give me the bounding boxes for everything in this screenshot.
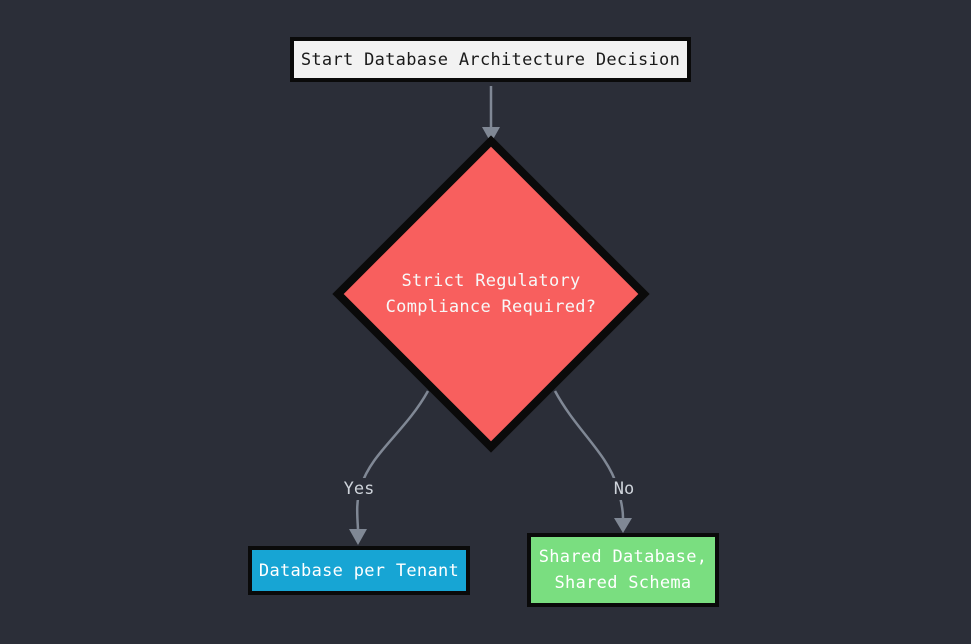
edge-decision-yes-line — [355, 390, 430, 530]
decision-node-label: Strict Regulatory Compliance Required? — [385, 271, 597, 317]
yes-result-node: Database per Tenant — [248, 546, 470, 595]
edge-decision-no — [553, 390, 632, 533]
decision-diamond-shape — [332, 135, 650, 453]
edge-decision-no-arrowhead — [614, 518, 632, 533]
edge-decision-yes — [349, 390, 430, 545]
no-result-node: Shared Database, Shared Schema — [527, 533, 719, 607]
edge-label-no: No — [610, 478, 638, 500]
edge-start-to-decision — [482, 86, 500, 143]
edge-label-yes: Yes — [340, 478, 378, 500]
edge-decision-yes-arrowhead — [349, 529, 367, 545]
edge-start-to-decision-arrowhead — [482, 127, 500, 143]
start-node: Start Database Architecture Decision — [290, 37, 691, 82]
